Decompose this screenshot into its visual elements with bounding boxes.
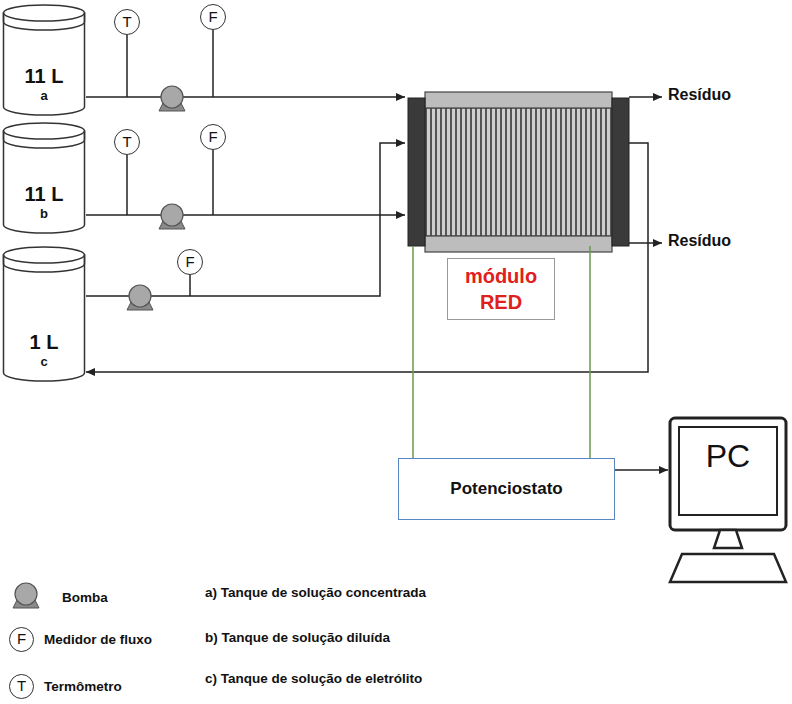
legend-text: Termômetro (44, 679, 122, 694)
signal-wire (589, 324, 591, 458)
pump-symbol (159, 86, 185, 111)
sensor-stems (127, 30, 213, 296)
legend-symbol: T (9, 674, 34, 699)
tank-volume: 11 L (2, 64, 86, 88)
instrument-letter: F (208, 9, 217, 25)
pipe-connector (86, 96, 405, 98)
instrument-letter: T (122, 134, 131, 150)
legend-symbol: F (9, 627, 34, 652)
tank-volume: 1 L (2, 330, 86, 354)
instrument-box: Potenciostato (398, 458, 615, 520)
tank-letter: a (2, 88, 86, 103)
tank-key: a) Tanque de solução concentrada (205, 585, 426, 600)
instrument-circle: F (200, 4, 226, 30)
tank-letter: b (2, 206, 86, 221)
box-label: Potenciostato (450, 479, 562, 499)
tank-letter: c (2, 354, 86, 369)
legend-pump-symbol (13, 583, 39, 608)
legend-text: Medidor de fluxo (44, 632, 152, 647)
outlet-label: Resíduo (668, 232, 731, 250)
storage-tank: 11 La (2, 4, 86, 116)
pipe-connector (86, 143, 405, 296)
instrument-circle: T (114, 129, 140, 155)
monitor-label: PC (679, 438, 777, 474)
legend-text: Bomba (62, 590, 108, 605)
signal-wire (412, 324, 414, 458)
red-module: módulo RED (405, 86, 637, 324)
storage-tank: 1 Lc (2, 246, 86, 382)
pump-symbol (159, 204, 185, 229)
outlet-label: Resíduo (668, 86, 731, 104)
pump-symbol (127, 285, 153, 310)
pipe-connector (86, 214, 405, 216)
instrument-letter: F (208, 129, 217, 145)
waste-outlets (629, 97, 662, 243)
instrument-circle: T (114, 9, 140, 35)
instrument-circle: F (177, 249, 203, 275)
instrument-letter: F (185, 254, 194, 270)
tank-key: b) Tanque de solução diluída (205, 630, 390, 645)
tank-key: c) Tanque de solução de eletrólito (205, 671, 422, 686)
instrument-circle: F (200, 124, 226, 150)
module-label: módulo RED (452, 263, 550, 315)
tank-volume: 11 L (2, 182, 86, 206)
instrument-letter: T (122, 14, 131, 30)
pipe-connector (615, 469, 668, 471)
module-label-box: módulo RED (447, 258, 555, 320)
storage-tank: 11 Lb (2, 122, 86, 234)
computer-monitor: PC (668, 416, 790, 586)
